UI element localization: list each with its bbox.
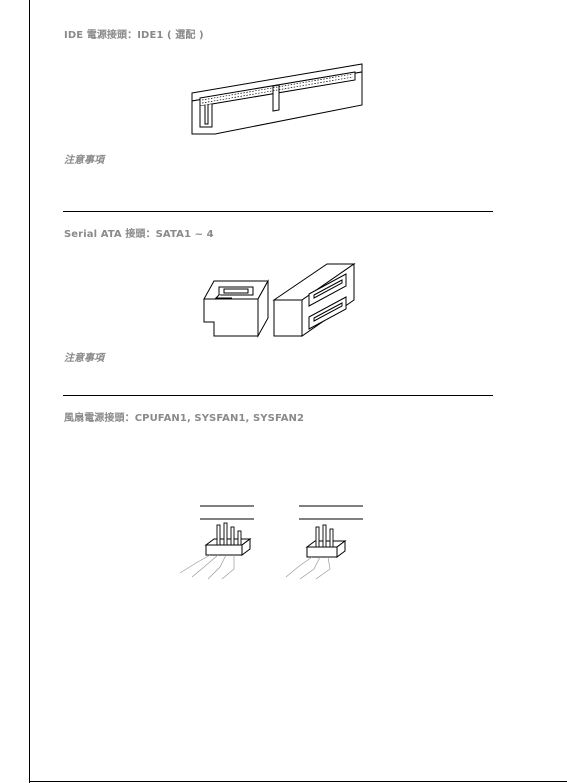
sata-connector-heading: Serial ATA 接頭：SATA1 ~ 4 [64,229,214,240]
section-divider [63,211,493,212]
ide-connector-heading: IDE 電源接頭：IDE1 ( 選配 ) [64,30,204,41]
fan-connector-icon [174,497,374,587]
sata-note-label: 注意事項 [64,353,104,364]
section-divider [63,395,493,396]
sata-connector-icon [202,262,362,338]
page-frame-left-border [29,0,30,783]
fan-connector-heading: 風扇電源接頭：CPUFAN1, SYSFAN1, SYSFAN2 [64,413,305,424]
ide-note-label: 注意事項 [64,155,104,166]
ide-connector-icon [190,62,365,137]
page-frame-bottom-border [29,781,567,782]
